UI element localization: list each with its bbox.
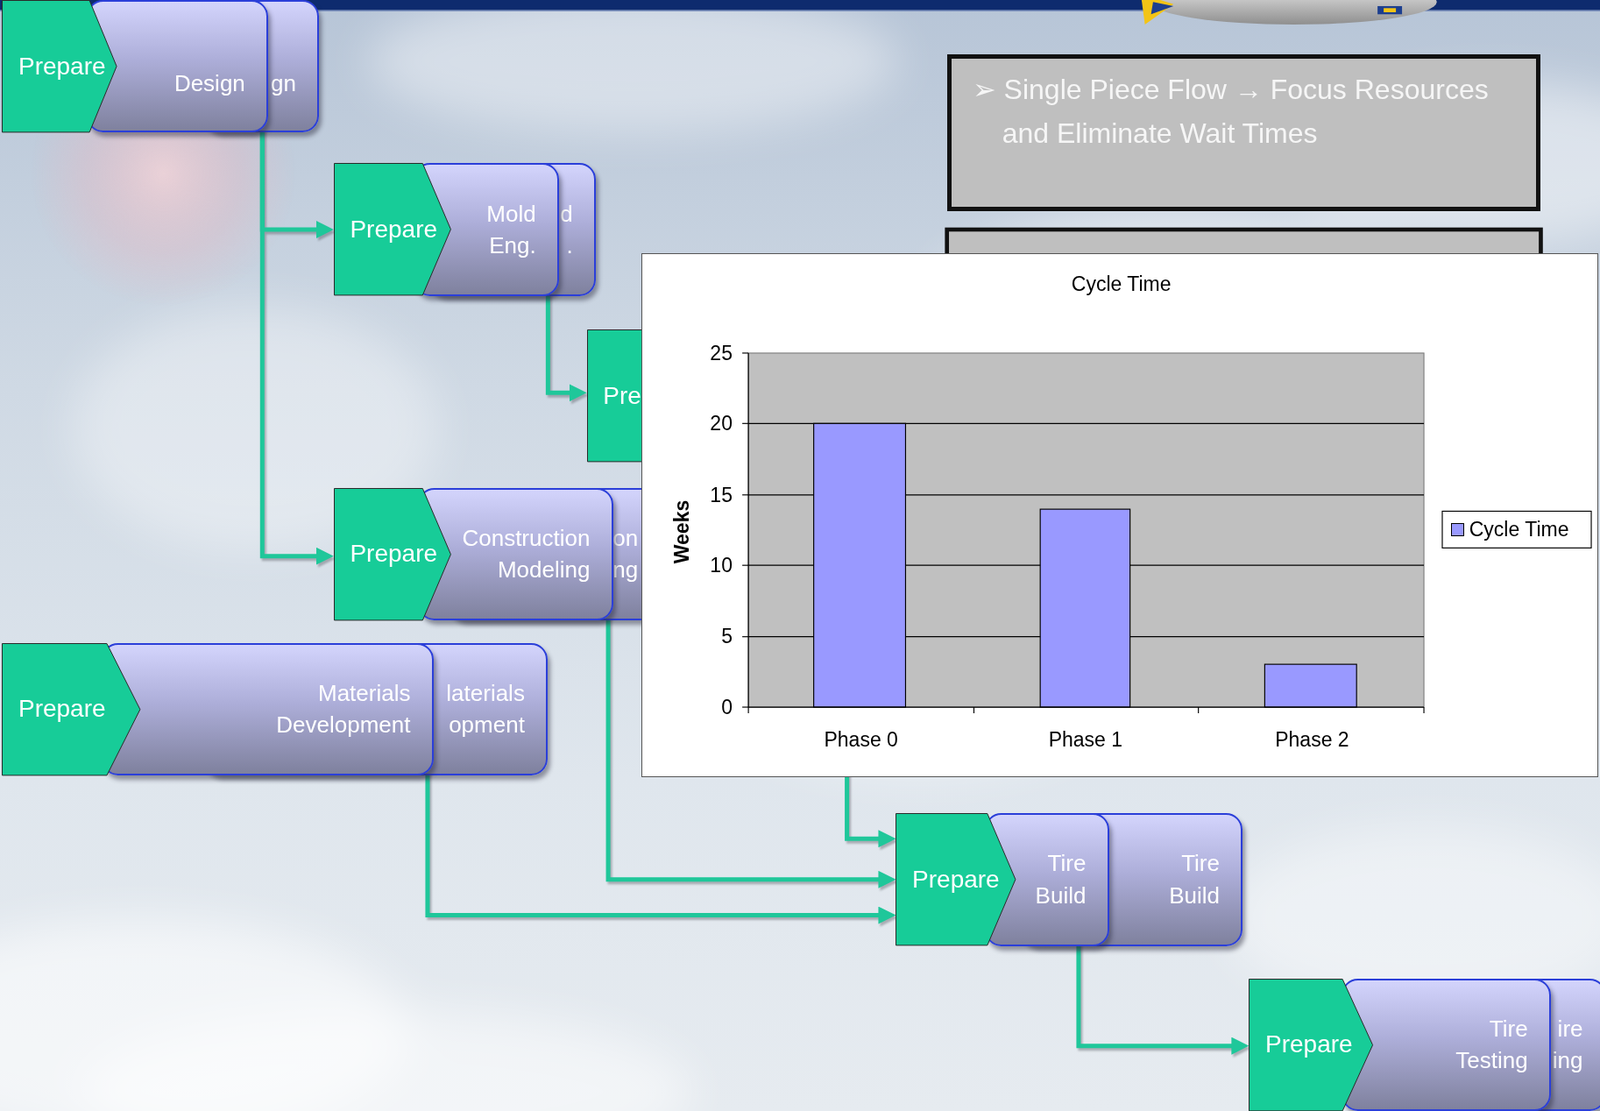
- category-label: Phase 1: [1048, 729, 1123, 751]
- prepare-chevron: Prepare: [333, 488, 452, 621]
- legend-label: Cycle Time: [1469, 519, 1570, 540]
- box-label: d .: [559, 198, 573, 262]
- connector-arrow: [427, 763, 888, 916]
- chevron-label: Prepare: [18, 52, 107, 81]
- box-label: Materials Development: [276, 677, 411, 742]
- box-label: laterials opment: [446, 677, 525, 742]
- process-box: Materials Development: [101, 643, 433, 776]
- plot-area: [749, 353, 1425, 708]
- note-box: ➢ Single Piece Flow → Focus Resources an…: [947, 54, 1542, 212]
- box-label: Tire Build: [1168, 847, 1220, 912]
- chevron-label: Prepare: [349, 215, 438, 244]
- prepare-chevron: Prepare: [895, 813, 1016, 946]
- box-label: gn: [270, 67, 297, 100]
- tick-label: 10: [709, 554, 733, 575]
- blimp: [1140, 0, 1438, 25]
- bar-chart: [642, 254, 1598, 779]
- tick-label: 25: [709, 342, 733, 363]
- box-label: Mold Eng.: [486, 198, 536, 262]
- chevron-label: Prepare: [349, 539, 438, 568]
- axis-title: Weeks: [671, 499, 692, 563]
- box-label: Tire Build: [1035, 847, 1087, 912]
- category-label: Phase 2: [1274, 729, 1349, 751]
- connector-arrow: [1078, 934, 1240, 1047]
- chevron-label: Pre: [602, 382, 642, 411]
- connector-arrow: [261, 120, 326, 230]
- connector-arrow: [547, 283, 578, 394]
- chevron-label: Prepare: [1265, 1030, 1353, 1059]
- prepare-chevron: Prepare: [1, 0, 118, 133]
- box-label: Tire Testing: [1455, 1012, 1528, 1077]
- box-label: ire ing: [1552, 1012, 1584, 1077]
- legend-box: [1442, 510, 1592, 548]
- prepare-chevron: Prepare: [1, 643, 141, 776]
- tick-label: 15: [709, 484, 733, 505]
- prepare-chevron: Prepare: [1248, 978, 1374, 1111]
- axes: [743, 353, 1425, 714]
- box-label: Design: [174, 67, 246, 100]
- legend-swatch: [1451, 523, 1465, 537]
- category-label: Phase 0: [823, 729, 898, 751]
- prepare-chevron: Prepare: [333, 162, 452, 296]
- chevron-label: Prepare: [912, 865, 1000, 894]
- tick-label: 5: [721, 626, 733, 647]
- chevron-label: Prepare: [18, 694, 107, 723]
- chart-title: Cycle Time: [1071, 273, 1172, 294]
- box-label: on ng: [612, 522, 638, 587]
- chart-panel: Cycle Time 25 20 15 10 5 0 WeeksPhase 0 Phase 1 P…: [641, 253, 1598, 779]
- bars: [814, 423, 1358, 708]
- note-text: ➢ Single Piece Flow → Focus Resources an…: [1002, 67, 1523, 156]
- connector-arrow: [261, 120, 326, 556]
- tick-label: 0: [721, 696, 733, 717]
- tick-label: 20: [709, 413, 733, 434]
- box-label: Construction Modeling: [461, 522, 590, 587]
